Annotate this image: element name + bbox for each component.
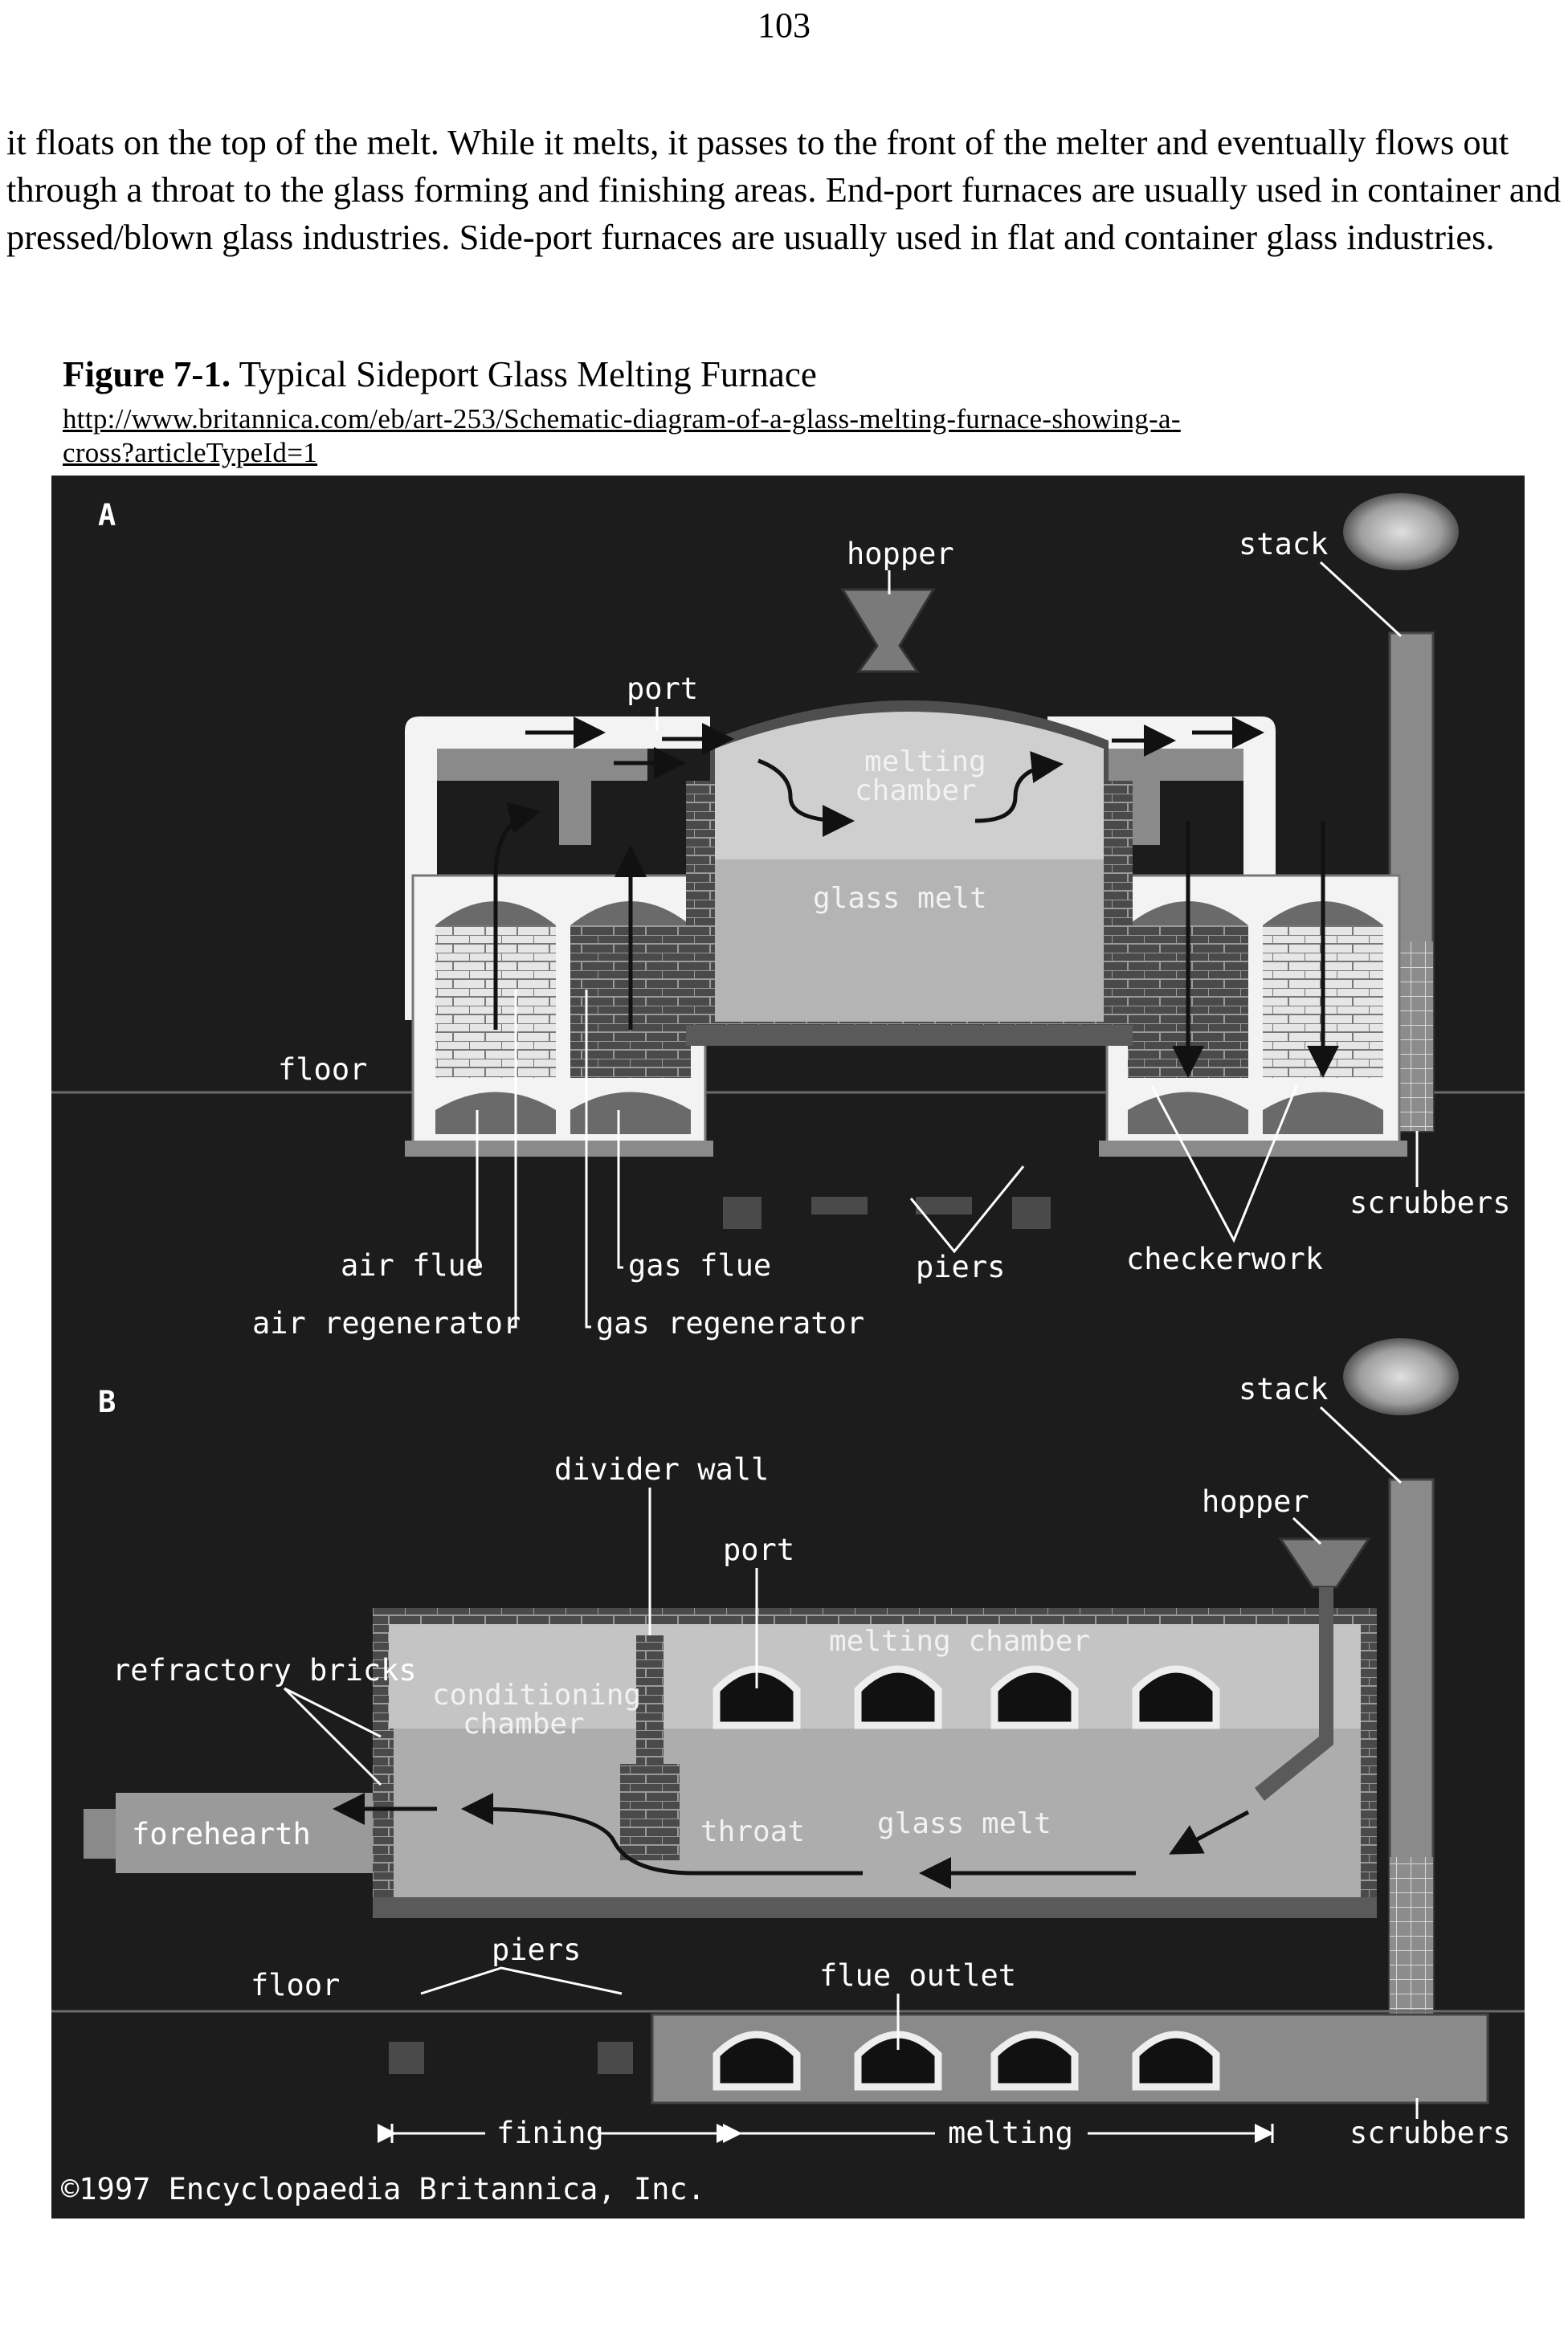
label-gas-regenerator: gas regenerator — [596, 1306, 864, 1341]
label-flue-outlet: flue outlet — [819, 1958, 1016, 1993]
feed-chute-b — [1255, 1587, 1333, 1801]
leader-stack-a — [1319, 561, 1403, 638]
label-throat: throat — [700, 1815, 805, 1848]
port-b-4 — [1132, 1665, 1220, 1729]
label-melting-chamber-b: melting chamber — [829, 1625, 1090, 1658]
figure-title: Typical Sideport Glass Melting Furnace — [239, 354, 817, 394]
figure-caption: Figure 7-1. Typical Sideport Glass Melti… — [63, 353, 817, 395]
label-glass-melt-a: glass melt — [813, 882, 987, 915]
leader-stack-b — [1319, 1406, 1403, 1484]
flue-outlet-1 — [713, 2031, 801, 2091]
label-glass-melt-b: glass melt — [877, 1807, 1051, 1840]
stack-smoke-b — [1343, 1338, 1459, 1415]
leader-gas-regenerator — [585, 990, 591, 1329]
label-air-flue: air flue — [341, 1248, 484, 1283]
label-floor-a: floor — [278, 1052, 367, 1087]
label-divider-wall: divider wall — [554, 1452, 769, 1487]
divider-wall — [636, 1635, 664, 1764]
label-gas-flue: gas flue — [628, 1248, 771, 1283]
chamber-floor-a — [686, 1025, 1133, 1046]
leader-hopper-b — [1292, 1516, 1322, 1545]
port-b-1 — [713, 1665, 801, 1729]
body-paragraph: it floats on the top of the melt. While … — [6, 122, 1562, 257]
pier-a-2 — [811, 1197, 868, 1214]
refractory-brick-left — [373, 1729, 394, 1897]
pier-a-1 — [723, 1197, 762, 1229]
right-regen-base — [1099, 1141, 1407, 1157]
label-fining: fining — [496, 2116, 604, 2150]
label-conditioning-chamber-b: chamber — [463, 1708, 585, 1741]
pier-b-1 — [389, 2042, 424, 2074]
copyright: ©1997 Encyclopaedia Britannica, Inc. — [61, 2172, 705, 2206]
panel-b-letter: B — [98, 1385, 116, 1419]
label-melting-b: melting — [948, 2116, 1073, 2150]
forehearth — [116, 1793, 373, 1873]
label-piers-a: piers — [916, 1250, 1005, 1284]
label-stack-a: stack — [1239, 527, 1328, 561]
label-port-a: port — [627, 671, 698, 706]
figure-source-link-line1[interactable]: http://www.britannica.com/eb/art-253/Sch… — [63, 403, 1181, 435]
label-scrubbers-b: scrubbers — [1350, 2116, 1510, 2150]
pier-b-2 — [598, 2042, 633, 2074]
label-stack-b: stack — [1239, 1372, 1328, 1406]
label-scrubbers-a: scrubbers — [1350, 1186, 1510, 1220]
label-checkerwork: checkerwork — [1126, 1242, 1323, 1276]
right-regen-arch-1 — [1128, 1092, 1248, 1134]
left-flue-inner — [437, 749, 647, 781]
pier-a-3 — [916, 1197, 972, 1214]
flue-outlet-2 — [854, 2031, 942, 2091]
furnace-floor-b — [373, 1897, 1377, 1918]
leader-checkerwork — [1150, 1085, 1298, 1243]
forehearth-step — [84, 1809, 116, 1859]
label-air-regenerator: air regenerator — [252, 1306, 521, 1341]
label-forehearth: forehearth — [132, 1817, 311, 1851]
leader-gas-flue — [617, 1110, 623, 1269]
left-regen-base — [405, 1141, 713, 1157]
flow-arrow-b-throat — [461, 1793, 863, 1876]
stack-smoke-a — [1343, 493, 1459, 570]
leader-air-flue — [472, 1110, 479, 1269]
figure-number: Figure 7-1. — [63, 354, 231, 394]
leader-air-regenerator — [511, 990, 517, 1329]
label-port-b: port — [723, 1533, 794, 1567]
leader-piers-a — [909, 1165, 1025, 1254]
label-conditioning-b: conditioning — [432, 1679, 641, 1712]
flow-arrow-b-feed — [1169, 1810, 1250, 1855]
hopper-a — [840, 588, 936, 673]
furnace-diagram: A hopper sta — [51, 476, 1525, 2219]
glass-melt-a — [715, 859, 1104, 1022]
leader-refractory-bricks — [283, 1687, 382, 1786]
flue-outlet-3 — [990, 2031, 1079, 2091]
gas-flue-arch — [570, 1092, 691, 1134]
flow-arrow-chamber-left — [757, 758, 855, 837]
label-melting-a: melting — [864, 745, 986, 778]
divider-wall-base — [620, 1764, 680, 1860]
label-piers-b: piers — [492, 1933, 581, 1967]
leader-piers-b — [420, 1966, 623, 1995]
flow-arrow-chamber-right — [974, 751, 1064, 823]
port-b-3 — [990, 1665, 1079, 1729]
figure-source-link-line2[interactable]: cross?articleTypeId=1 — [63, 437, 318, 468]
label-hopper-a: hopper — [847, 537, 954, 571]
panel-a-letter: A — [98, 498, 116, 533]
flue-outlet-4 — [1132, 2031, 1220, 2091]
page-number: 103 — [757, 6, 811, 45]
right-regen-arch-2 — [1263, 1092, 1383, 1134]
left-flue-duct — [559, 781, 591, 845]
label-floor-b: floor — [251, 1968, 340, 2002]
hopper-b — [1278, 1537, 1371, 1589]
flow-arrow-air-up — [493, 802, 541, 1030]
pier-a-4 — [1012, 1197, 1051, 1229]
label-chamber-a: chamber — [855, 774, 977, 807]
air-flue-arch — [435, 1092, 556, 1134]
label-refractory-bricks: refractory bricks — [112, 1653, 417, 1688]
label-hopper-b: hopper — [1202, 1484, 1309, 1519]
right-flue-duct — [1128, 781, 1160, 845]
port-b-2 — [854, 1665, 942, 1729]
